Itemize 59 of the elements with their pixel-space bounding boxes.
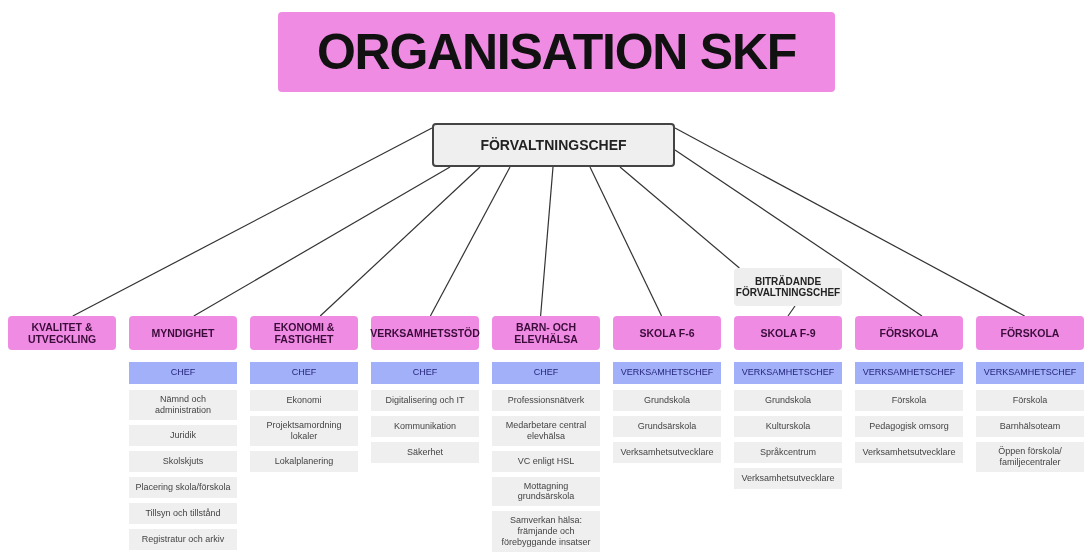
connector-line bbox=[589, 166, 663, 317]
unit-box: Samverkan hälsa: främjande och förebyggande insatser bbox=[492, 511, 600, 552]
department-box: SKOLA F-6 bbox=[613, 316, 721, 350]
unit-box: Skolskjuts bbox=[129, 450, 237, 472]
department-box: FÖRSKOLA bbox=[976, 316, 1084, 350]
manager-bar: CHEF bbox=[129, 362, 237, 384]
connector-line bbox=[619, 166, 740, 269]
unit-box: Ekonomi bbox=[250, 390, 358, 411]
department-box: FÖRSKOLA bbox=[855, 316, 963, 350]
connector-line bbox=[540, 166, 554, 317]
unit-box: Pedagogisk omsorg bbox=[855, 416, 963, 437]
manager-bar: VERKSAMHETSCHEF bbox=[855, 362, 963, 384]
title-banner: ORGANISATION SKF bbox=[278, 12, 835, 92]
connector-line bbox=[674, 127, 1026, 317]
manager-box: FÖRVALTNINGSCHEF bbox=[432, 123, 675, 167]
unit-box: Grundskola bbox=[613, 390, 721, 411]
unit-box: Verksamhetsutvecklare bbox=[734, 468, 842, 489]
manager-box: BITRÄDANDE FÖRVALTNINGSCHEF bbox=[734, 268, 842, 306]
connector-line bbox=[193, 166, 451, 317]
manager-bar: VERKSAMHETSCHEF bbox=[976, 362, 1084, 384]
unit-box: Mottagning grundsärskola bbox=[492, 476, 600, 507]
unit-box: Professionsnätverk bbox=[492, 390, 600, 411]
department-box: KVALITET & UTVECKLING bbox=[8, 316, 116, 350]
connector-line bbox=[429, 166, 511, 317]
unit-box: Säkerhet bbox=[371, 442, 479, 463]
manager-bar: CHEF bbox=[250, 362, 358, 384]
connector-line bbox=[72, 127, 433, 317]
connector-line bbox=[787, 305, 796, 317]
unit-box: Verksamhetsutvecklare bbox=[613, 442, 721, 463]
unit-box: Medarbetare central elevhälsa bbox=[492, 416, 600, 446]
unit-box: Grundskola bbox=[734, 390, 842, 411]
unit-box: Registratur och arkiv bbox=[129, 528, 237, 550]
unit-box: Juridik bbox=[129, 424, 237, 446]
unit-box: Digitalisering och IT bbox=[371, 390, 479, 411]
unit-box: Förskola bbox=[855, 390, 963, 411]
unit-box: Placering skola/förskola bbox=[129, 476, 237, 498]
department-box: MYNDIGHET bbox=[129, 316, 237, 350]
connector-line bbox=[674, 149, 923, 317]
unit-box: Kommunikation bbox=[371, 416, 479, 437]
unit-box: Kulturskola bbox=[734, 416, 842, 437]
unit-box: Grundsärskola bbox=[613, 416, 721, 437]
department-box: EKONOMI & FASTIGHET bbox=[250, 316, 358, 350]
unit-box: Lokalplanering bbox=[250, 450, 358, 472]
unit-box: Nämnd och administration bbox=[129, 390, 237, 420]
manager-bar: VERKSAMHETSCHEF bbox=[734, 362, 842, 384]
unit-box: Öppen förskola/ familjecentraler bbox=[976, 442, 1084, 472]
unit-box: Barnhälsoteam bbox=[976, 416, 1084, 437]
manager-bar: CHEF bbox=[492, 362, 600, 384]
unit-box: Verksamhetsutvecklare bbox=[855, 442, 963, 463]
unit-box: Förskola bbox=[976, 390, 1084, 411]
unit-box: VC enligt HSL bbox=[492, 450, 600, 472]
department-box: BARN- OCH ELEVHÄLSA bbox=[492, 316, 600, 350]
unit-box: Projektsamordning lokaler bbox=[250, 416, 358, 446]
manager-bar: VERKSAMHETSCHEF bbox=[613, 362, 721, 384]
connector-line bbox=[319, 166, 481, 317]
unit-box: Tillsyn och tillstånd bbox=[129, 502, 237, 524]
department-box: SKOLA F-9 bbox=[734, 316, 842, 350]
unit-box: Språkcentrum bbox=[734, 442, 842, 463]
manager-bar: CHEF bbox=[371, 362, 479, 384]
